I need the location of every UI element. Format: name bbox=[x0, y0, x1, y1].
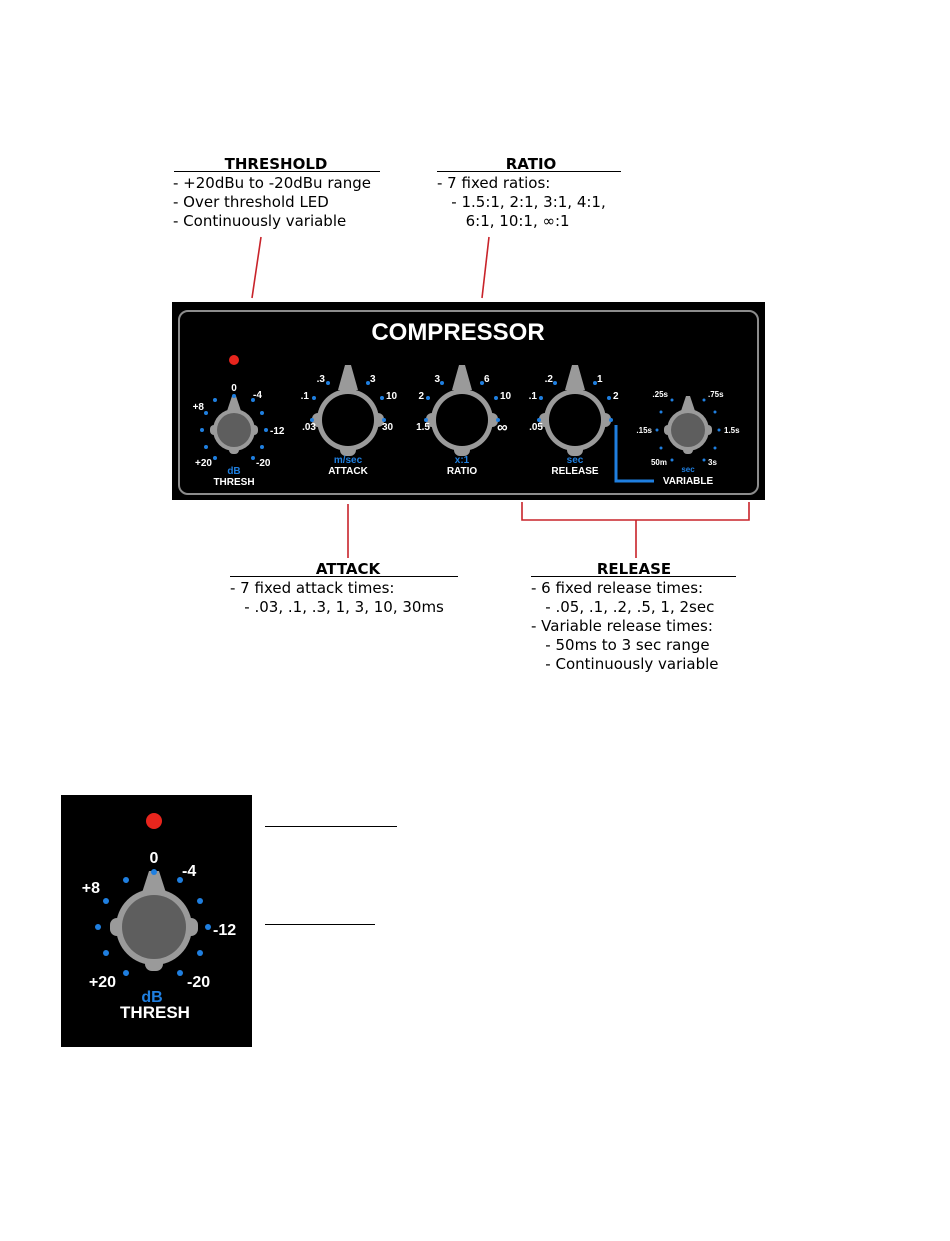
panel-border bbox=[178, 310, 759, 495]
attack-callout-line: - .03, .1, .3, 1, 3, 10, 30ms bbox=[230, 598, 444, 616]
variable-label: 3s bbox=[708, 458, 717, 467]
release-callout-line: - 6 fixed release times: bbox=[531, 579, 704, 597]
release-label: 2 bbox=[613, 391, 619, 402]
detail-unit: dB bbox=[141, 989, 162, 1006]
variable-unit: sec bbox=[681, 465, 695, 474]
thresh-knob[interactable] bbox=[210, 396, 258, 454]
attack-title-rule bbox=[230, 576, 458, 577]
release-name: RELEASE bbox=[551, 466, 599, 477]
ratio-label: 2 bbox=[418, 391, 424, 402]
detail-label: +20 bbox=[89, 974, 116, 991]
ratio-title-rule bbox=[437, 171, 621, 172]
attack-callout: ATTACK - 7 fixed attack times: - .03, .1… bbox=[230, 560, 470, 617]
thresh-unit: dB bbox=[227, 466, 240, 477]
ratio-callout: RATIO - 7 fixed ratios: - 1.5:1, 2:1, 3:… bbox=[437, 155, 637, 231]
detail-label: -12 bbox=[213, 922, 236, 939]
attack-unit: m/sec bbox=[334, 455, 363, 466]
thresh-label: -20 bbox=[256, 458, 271, 469]
release-unit: sec bbox=[567, 455, 584, 466]
ratio-callout-line: - 1.5:1, 2:1, 3:1, 4:1, bbox=[437, 193, 606, 211]
detail-thresh-knob[interactable] bbox=[110, 871, 198, 971]
thresh-label: +8 bbox=[193, 402, 205, 413]
ratio-callout-line: 6:1, 10:1, ∞:1 bbox=[437, 212, 570, 230]
threshold-callout-line: - Over threshold LED bbox=[173, 193, 329, 211]
release-label: .2 bbox=[545, 374, 554, 385]
panel-title: COMPRESSOR bbox=[371, 319, 544, 346]
attack-dots bbox=[310, 381, 386, 422]
variable-label: .75s bbox=[708, 390, 724, 399]
detail-rule-upper bbox=[265, 826, 397, 827]
variable-label: 1.5s bbox=[724, 426, 740, 435]
variable-knob[interactable] bbox=[664, 396, 712, 454]
attack-name: ATTACK bbox=[328, 466, 368, 477]
release-label: .1 bbox=[529, 391, 538, 402]
ratio-label: 6 bbox=[484, 374, 490, 385]
variable-dots bbox=[655, 398, 721, 462]
variable-label: .25s bbox=[652, 390, 668, 399]
detail-label: -20 bbox=[187, 974, 210, 991]
variable-bracket bbox=[614, 425, 654, 483]
threshold-callout: THRESHOLD - +20dBu to -20dBu range - Ove… bbox=[173, 155, 388, 231]
threshold-callout-line: - Continuously variable bbox=[173, 212, 347, 230]
release-bracket bbox=[521, 502, 750, 558]
attack-callout-title: ATTACK bbox=[315, 560, 381, 578]
ratio-callout-line: - 7 fixed ratios: bbox=[437, 174, 551, 192]
release-label: 1 bbox=[597, 374, 603, 385]
detail-dots bbox=[95, 869, 211, 976]
threshold-title-rule bbox=[174, 171, 380, 172]
release-callout-line: - .05, .1, .2, .5, 1, 2sec bbox=[531, 598, 715, 616]
release-callout-line: - 50ms to 3 sec range bbox=[531, 636, 710, 654]
release-label: .05 bbox=[529, 422, 543, 433]
detail-label: +8 bbox=[82, 880, 100, 897]
detail-label: 0 bbox=[150, 850, 159, 867]
ratio-label: ∞ bbox=[497, 419, 508, 436]
ratio-callout-title: RATIO bbox=[505, 155, 557, 173]
attack-label: .1 bbox=[301, 391, 310, 402]
detail-led bbox=[146, 813, 162, 829]
thresh-dots bbox=[200, 394, 268, 460]
attack-callout-line: - 7 fixed attack times: bbox=[230, 579, 395, 597]
variable-label: 50m bbox=[651, 458, 667, 467]
threshold-callout-title: THRESHOLD bbox=[224, 155, 328, 173]
over-threshold-led bbox=[229, 355, 239, 365]
release-dots bbox=[537, 381, 613, 422]
attack-label: .03 bbox=[302, 422, 316, 433]
threshold-callout-line: - +20dBu to -20dBu range bbox=[173, 174, 371, 192]
release-title-rule bbox=[531, 576, 736, 577]
attack-label: 10 bbox=[386, 391, 398, 402]
variable-label: .15s bbox=[636, 426, 652, 435]
attack-label: 3 bbox=[370, 374, 376, 385]
variable-name: VARIABLE bbox=[663, 476, 714, 487]
thresh-label: -12 bbox=[270, 426, 285, 437]
detail-rule-lower bbox=[265, 924, 375, 925]
ratio-name: RATIO bbox=[447, 466, 478, 477]
ratio-label: 3 bbox=[434, 374, 440, 385]
ratio-leader bbox=[481, 236, 490, 299]
attack-label: 30 bbox=[382, 422, 394, 433]
thresh-label: +20 bbox=[195, 458, 212, 469]
thresh-label: -4 bbox=[253, 390, 262, 401]
release-callout: RELEASE - 6 fixed release times: - .05, … bbox=[531, 560, 746, 674]
attack-label: .3 bbox=[317, 374, 326, 385]
ratio-dots bbox=[424, 381, 500, 422]
release-callout-line: - Variable release times: bbox=[531, 617, 713, 635]
release-callout-title: RELEASE bbox=[596, 560, 672, 578]
thresh-label: 0 bbox=[231, 383, 237, 394]
threshold-leader bbox=[251, 236, 262, 299]
release-callout-line: - Continuously variable bbox=[531, 655, 719, 673]
detail-name: THRESH bbox=[120, 1003, 190, 1022]
detail-label: -4 bbox=[182, 863, 196, 880]
ratio-label: 1.5 bbox=[416, 422, 430, 433]
ratio-label: 10 bbox=[500, 391, 512, 402]
thresh-name: THRESH bbox=[213, 477, 254, 488]
ratio-unit: x:1 bbox=[455, 455, 470, 466]
